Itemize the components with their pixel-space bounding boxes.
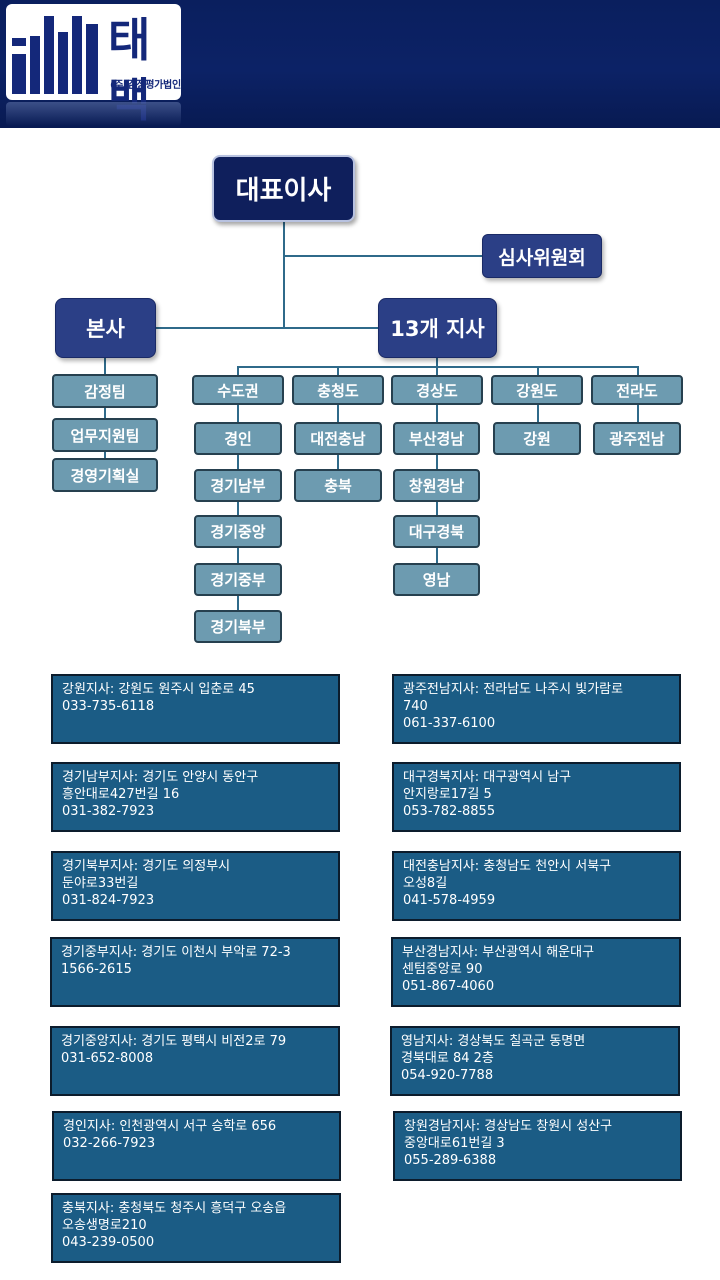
address-line: 센텀중앙로 90 — [402, 962, 483, 977]
region-chungcheong: 충청도 — [292, 375, 384, 405]
address-line: 부산경남지사: 부산광역시 해운대구 — [402, 945, 595, 960]
address-phone: 053-782-8855 — [403, 804, 496, 819]
address-card: 강원지사: 강원도 원주시 입춘로 45 033-735-6118 — [51, 674, 340, 744]
address-phone: 043-239-0500 — [62, 1235, 155, 1250]
address-card: 충북지사: 충청북도 청주시 흥덕구 오송읍 오송생명로210 043-239-… — [51, 1193, 341, 1263]
address-card: 경기북부지사: 경기도 의정부시 둔야로33번길 031-824-7923 — [51, 851, 340, 921]
logo-subtitle: (주)감정평가법인 — [110, 80, 181, 91]
address-line: 광주전남지사: 전라남도 나주시 빛가람로 — [403, 682, 624, 697]
address-phone: 031-382-7923 — [62, 804, 155, 819]
address-phone: 032-266-7923 — [63, 1136, 156, 1151]
address-card: 대구경북지사: 대구광역시 남구 안지랑로17길 5 053-782-8855 — [392, 762, 681, 832]
branch-box: 대구경북 — [393, 515, 480, 548]
branch-box: 강원 — [493, 422, 581, 455]
address-line: 오성8길 — [403, 876, 448, 891]
org-chart: 대표이사 심사위원회 본사 13개 지사 감정팀 업무지원팀 경영기획실 수도권… — [52, 155, 683, 643]
address-line: 경기북부지사: 경기도 의정부시 — [62, 859, 231, 874]
branch-box: 경인 — [194, 422, 282, 455]
address-phone: 054-920-7788 — [401, 1068, 494, 1083]
region-capital: 수도권 — [192, 375, 284, 405]
address-line: 경기중부지사: 경기도 이천시 부악로 72-3 — [61, 945, 291, 960]
address-line: 둔야로33번길 — [62, 876, 139, 891]
address-line: 영남지사: 경상북도 칠곡군 동명면 — [401, 1034, 586, 1049]
address-phone: 1566-2615 — [61, 962, 132, 977]
address-card: 대전충남지사: 충청남도 천안시 서북구 오성8길 041-578-4959 — [392, 851, 681, 921]
headquarters-box: 본사 — [55, 298, 156, 358]
team-appraisal: 감정팀 — [52, 374, 158, 408]
branch-box: 경기중부 — [194, 563, 282, 596]
address-line: 740 — [403, 699, 428, 714]
address-phone: 033-735-6118 — [62, 699, 155, 714]
logo-reflection — [6, 102, 181, 126]
review-committee-box: 심사위원회 — [482, 234, 602, 278]
address-line: 흥안대로427번길 16 — [62, 787, 180, 802]
address-card: 경인지사: 인천광역시 서구 승학로 656 032-266-7923 — [52, 1111, 341, 1181]
address-line: 경기남부지사: 경기도 안양시 동안구 — [62, 770, 259, 785]
team-support: 업무지원팀 — [52, 418, 158, 452]
address-phone: 055-289-6388 — [404, 1153, 497, 1168]
address-phone: 061-337-6100 — [403, 716, 496, 731]
company-logo: 태백 (주)감정평가법인 — [6, 4, 181, 127]
branch-box: 영남 — [393, 563, 480, 596]
address-line: 대구경북지사: 대구광역시 남구 — [403, 770, 572, 785]
address-line: 경기중앙지사: 경기도 평택시 비전2로 79 — [61, 1034, 287, 1049]
address-card: 창원경남지사: 경상남도 창원시 성산구 중앙대로61번길 3 055-289-… — [393, 1111, 682, 1181]
address-line: 충북지사: 충청북도 청주시 흥덕구 오송읍 — [62, 1201, 287, 1216]
address-card: 광주전남지사: 전라남도 나주시 빛가람로 740 061-337-6100 — [392, 674, 681, 744]
address-line: 대전충남지사: 충청남도 천안시 서북구 — [403, 859, 612, 874]
address-line: 창원경남지사: 경상남도 창원시 성산구 — [404, 1119, 613, 1134]
address-line: 오송생명로210 — [62, 1218, 147, 1233]
address-card: 부산경남지사: 부산광역시 해운대구 센텀중앙로 90 051-867-4060 — [391, 937, 681, 1007]
branch-box: 대전충남 — [294, 422, 382, 455]
branch-box: 충북 — [294, 469, 382, 502]
branch-box: 경기남부 — [194, 469, 282, 502]
branch-box: 경기중앙 — [194, 515, 282, 548]
branches-box: 13개 지사 — [378, 298, 497, 358]
address-line: 안지랑로17길 5 — [403, 787, 492, 802]
address-phone: 041-578-4959 — [403, 893, 496, 908]
region-jeolla: 전라도 — [591, 375, 683, 405]
team-planning: 경영기획실 — [52, 458, 158, 492]
ceo-box: 대표이사 — [212, 155, 355, 222]
address-card: 경기남부지사: 경기도 안양시 동안구 흥안대로427번길 16 031-382… — [51, 762, 340, 832]
address-card: 영남지사: 경상북도 칠곡군 동명면 경북대로 84 2층 054-920-77… — [390, 1026, 680, 1096]
branch-box: 부산경남 — [393, 422, 480, 455]
address-card: 경기중앙지사: 경기도 평택시 비전2로 79 031-652-8008 — [50, 1026, 340, 1096]
address-line: 강원지사: 강원도 원주시 입춘로 45 — [62, 682, 255, 697]
address-card: 경기중부지사: 경기도 이천시 부악로 72-3 1566-2615 — [50, 937, 340, 1007]
logo-title: 태백 — [108, 13, 150, 127]
address-line: 중앙대로61번길 3 — [404, 1136, 505, 1151]
region-gangwon: 강원도 — [491, 375, 583, 405]
address-line: 경인지사: 인천광역시 서구 승학로 656 — [63, 1119, 277, 1134]
region-gyeongsang: 경상도 — [391, 375, 483, 405]
address-phone: 031-824-7923 — [62, 893, 155, 908]
branch-box: 경기북부 — [194, 610, 282, 643]
address-line: 경북대로 84 2층 — [401, 1051, 494, 1066]
branch-box: 광주전남 — [593, 422, 681, 455]
address-phone: 031-652-8008 — [61, 1051, 154, 1066]
address-phone: 051-867-4060 — [402, 979, 495, 994]
logo-bars-icon — [12, 16, 102, 94]
branch-box: 창원경남 — [393, 469, 480, 502]
header-banner: 태백 (주)감정평가법인 — [0, 0, 720, 128]
